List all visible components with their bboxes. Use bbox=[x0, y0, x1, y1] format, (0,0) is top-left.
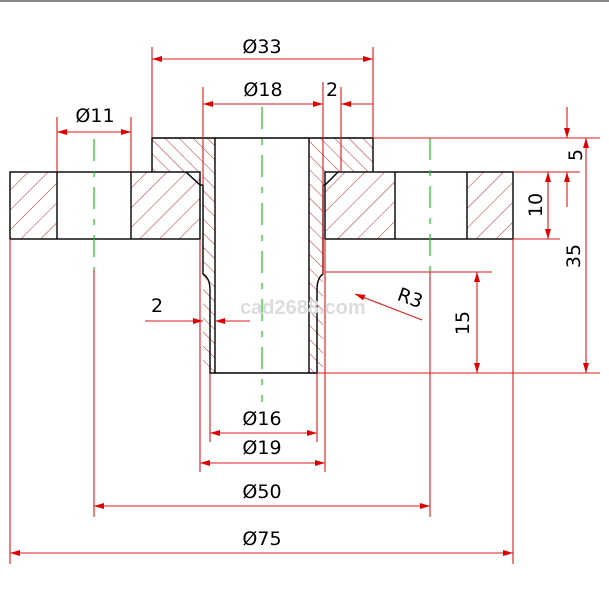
dim-d11-label: Ø11 bbox=[75, 105, 114, 127]
watermark: cad2688.com bbox=[240, 297, 366, 319]
dim-d50-label: Ø50 bbox=[242, 481, 281, 503]
dim-r3-label: R3 bbox=[394, 284, 425, 313]
dim-d16-label: Ø16 bbox=[242, 408, 281, 430]
dimension-labels: Ø33 Ø18 2 Ø11 5 10 35 15 R3 2 Ø16 Ø19 Ø5… bbox=[75, 36, 587, 550]
dim-d33-label: Ø33 bbox=[242, 36, 281, 58]
dim-d18-label: Ø18 bbox=[243, 79, 282, 101]
section-hatching bbox=[10, 138, 513, 373]
dim-h15-label: 15 bbox=[452, 311, 474, 335]
dim-r3-leader bbox=[354, 293, 423, 321]
dim-wall-top-label: 2 bbox=[326, 79, 338, 101]
dimension-lines bbox=[10, 56, 589, 556]
part-outline bbox=[9, 137, 514, 374]
dim-h5-label: 5 bbox=[565, 149, 587, 161]
watermark-text: cad2688.com bbox=[240, 297, 366, 319]
dim-h10-label: 10 bbox=[525, 193, 547, 217]
dim-wall-left-label: 2 bbox=[151, 295, 163, 317]
center-lines bbox=[93, 107, 431, 402]
dim-d19-label: Ø19 bbox=[242, 437, 281, 459]
dim-d75-label: Ø75 bbox=[242, 528, 281, 550]
dim-h35-label: 35 bbox=[563, 244, 585, 268]
